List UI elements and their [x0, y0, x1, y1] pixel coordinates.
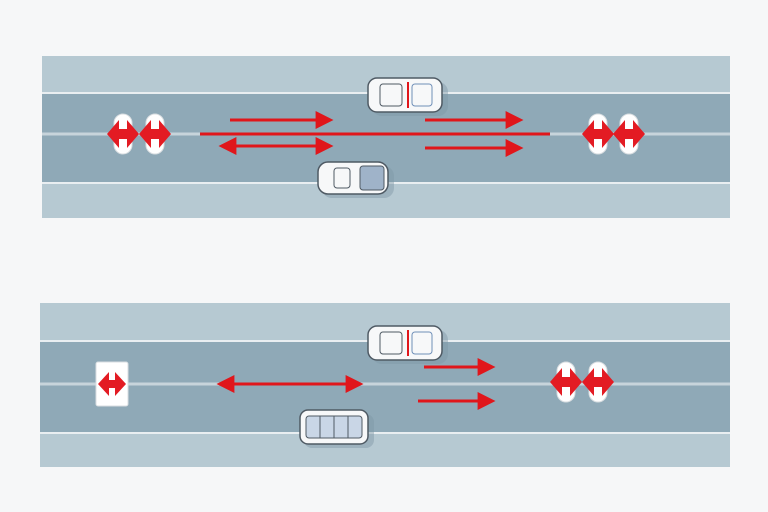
marker-right-b: [582, 361, 614, 403]
marker-right-a: [550, 361, 582, 403]
car-bottom-upper: [367, 325, 448, 364]
scene-bottom: [40, 303, 730, 467]
car-top-upper: [367, 77, 448, 116]
car-top-lower: [317, 161, 394, 198]
car-bottom-lower: [299, 409, 374, 448]
marker-left-a: [107, 113, 139, 155]
marker-right-a: [582, 113, 614, 155]
marker-right-b: [613, 113, 645, 155]
marker-sign-left: [95, 361, 129, 407]
scene-top: [42, 56, 730, 218]
marker-left-b: [139, 113, 171, 155]
